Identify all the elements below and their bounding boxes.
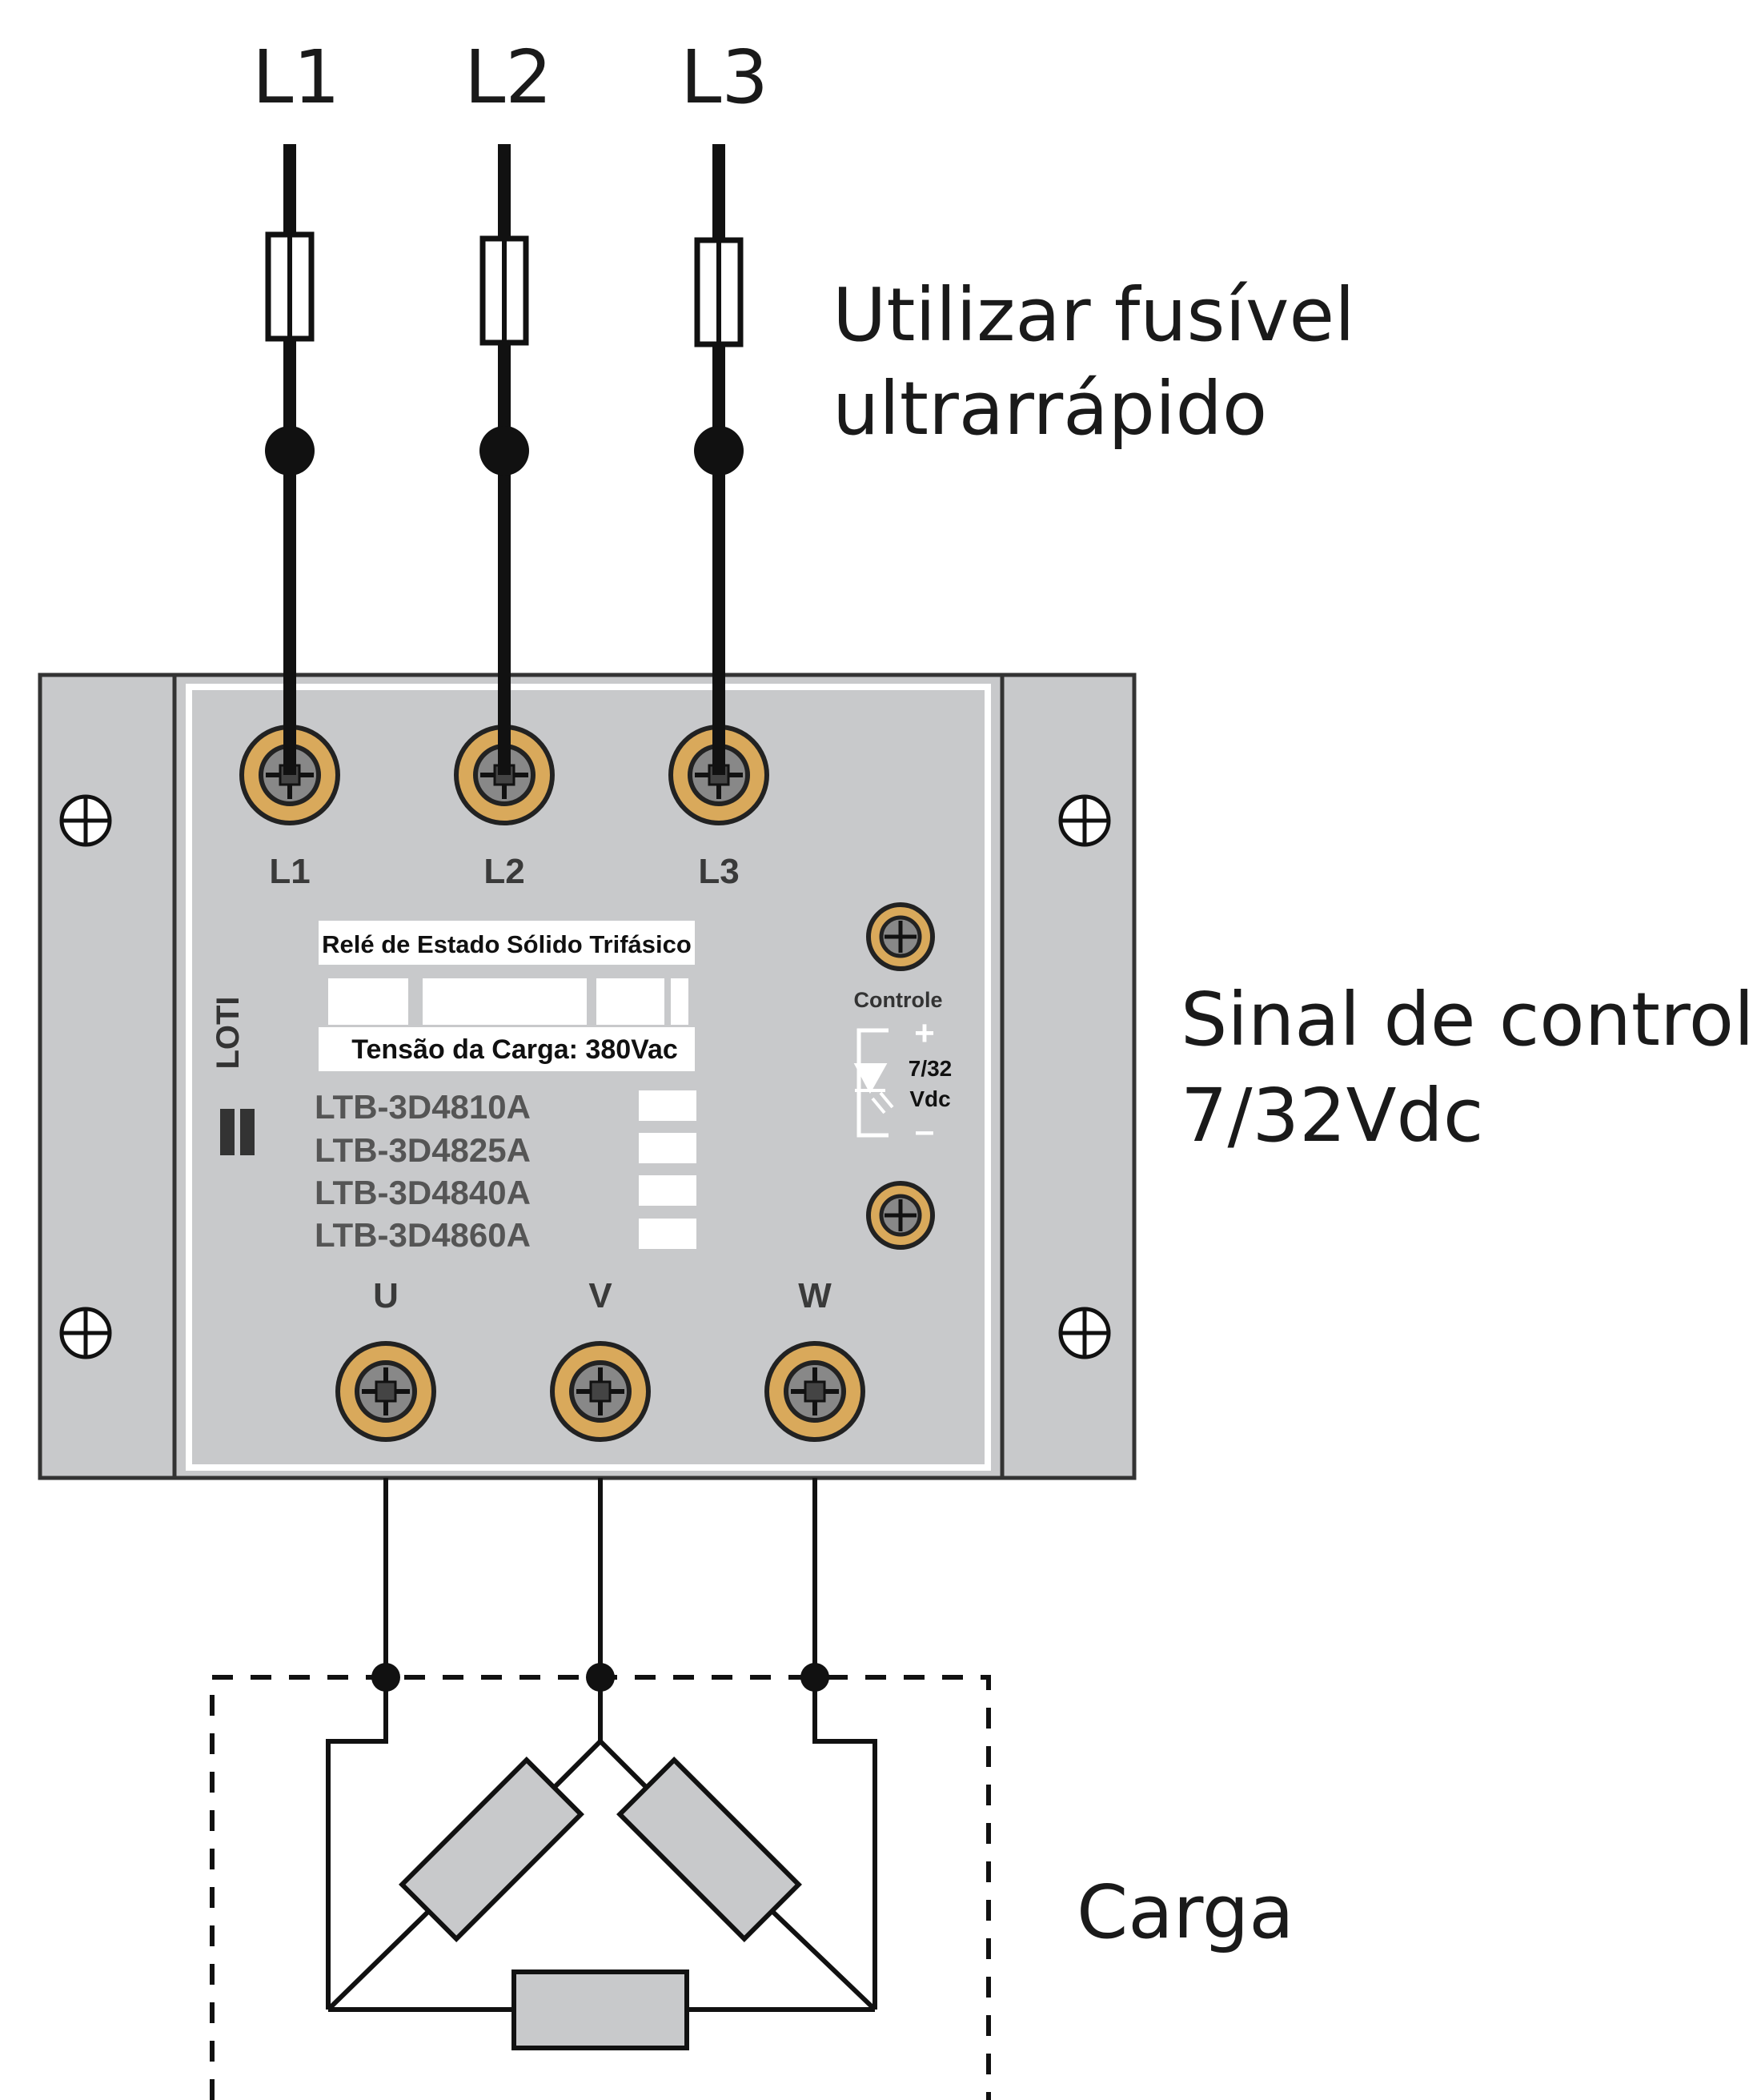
control-voltage-line2: Vdc (909, 1086, 950, 1111)
model-item: LTB-3D4825A (315, 1131, 531, 1169)
control-minus-sign: – (915, 1111, 934, 1150)
supply-label-l2: L2 (464, 34, 552, 120)
relay: L1 L2 L3 LOTI Relé de Estado Sólido Trif… (38, 673, 1137, 1480)
resistor-left (399, 1757, 584, 1942)
brand-logo: LOTI (211, 996, 246, 1069)
control-terminal-minus (866, 1181, 935, 1250)
delta-wiring (326, 1677, 877, 2012)
mounting-screws (59, 794, 1111, 1359)
terminal-screw-icon (550, 1341, 651, 1442)
control-label: Controle (854, 988, 943, 1012)
load-label: Carga (1077, 1869, 1294, 1955)
mounting-screw-icon (1058, 1307, 1111, 1359)
label-blank-boxes (328, 978, 688, 1025)
terminal-label-l3: L3 (698, 852, 739, 891)
mounting-screw-icon (59, 1307, 112, 1359)
led-icon (853, 1063, 894, 1114)
fuse-cores (287, 235, 721, 344)
terminal-label-v: V (588, 1276, 612, 1315)
mounting-screw-icon (59, 794, 112, 847)
label-title-box (319, 921, 695, 965)
control-plus-sign: + (914, 1014, 935, 1053)
terminal-label-l2: L2 (483, 852, 524, 891)
resistor-right (616, 1757, 802, 1942)
fuse-note-line1: Utilizar fusível (832, 272, 1355, 358)
mounting-screw-icon (1058, 794, 1111, 847)
load-resistors (399, 1757, 802, 2050)
model-item: LTB-3D4810A (315, 1088, 531, 1126)
terminal-label-l1: L1 (269, 852, 310, 891)
model-item: LTB-3D4860A (315, 1216, 531, 1254)
control-note-line1: Sinal de controle (1181, 977, 1757, 1062)
supply-label-l3: L3 (680, 34, 768, 120)
brand-logo-icon (220, 1109, 255, 1155)
junction-l3 (694, 426, 744, 476)
junction-l1 (265, 426, 315, 476)
control-terminal-plus (866, 902, 935, 971)
control-voltage-line1: 7/32 (909, 1056, 953, 1081)
output-terminals (335, 1341, 865, 1442)
terminal-label-u: U (373, 1276, 399, 1315)
control-bracket (856, 1028, 889, 1138)
relay-title: Relé de Estado Sólido Trifásico (322, 930, 692, 958)
relay-left-flange (38, 673, 177, 1480)
model-checkbox (639, 1090, 696, 1121)
fuse-note-line2: ultrarrápido (832, 366, 1267, 452)
load-voltage: Tensão da Carga: 380Vac (351, 1034, 678, 1065)
terminal-screw-icon (764, 1341, 865, 1442)
label-voltage-box (319, 1027, 695, 1071)
terminal-screw-icon (335, 1341, 436, 1442)
model-list: LTB-3D4810A LTB-3D4825A LTB-3D4840A LTB-… (315, 1088, 696, 1254)
supply-junctions (265, 426, 744, 476)
relay-face-highlight (186, 684, 991, 1471)
terminal-label-w: W (798, 1276, 832, 1315)
output-wires (383, 1478, 817, 1677)
model-checkbox (639, 1133, 696, 1163)
model-checkbox (639, 1175, 696, 1206)
terminal-wire-ends (283, 673, 725, 775)
supply-label-l1: L1 (252, 34, 340, 120)
model-checkbox (639, 1219, 696, 1249)
model-item: LTB-3D4840A (315, 1174, 531, 1211)
resistor-bottom (511, 1970, 689, 2050)
relay-right-flange (1000, 673, 1137, 1480)
control-note-line2: 7/32Vdc (1181, 1073, 1484, 1158)
junction-l2 (479, 426, 529, 476)
